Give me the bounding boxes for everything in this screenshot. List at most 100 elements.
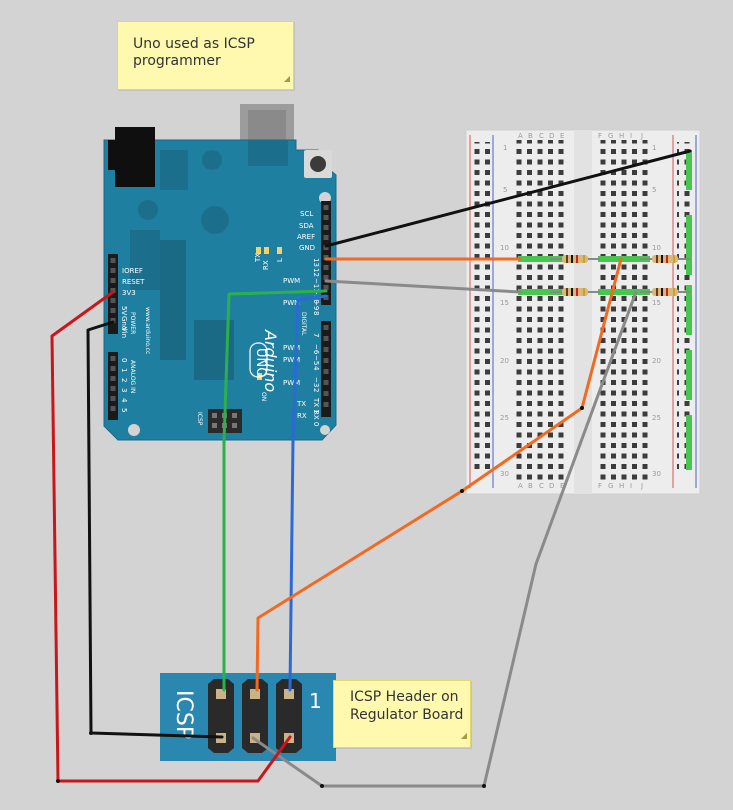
label-led-rx: RX (262, 260, 270, 270)
digital-header-top (321, 201, 331, 305)
label-gnd-1: Gnd (120, 316, 128, 330)
bb-col-h-bottom: H (619, 482, 624, 490)
power-jack (115, 127, 155, 187)
header-pin-column-2 (242, 679, 268, 753)
bb-row-15: 15 (500, 299, 509, 307)
website-text: www.arduino.cc (144, 307, 151, 354)
label-9: ~9 (312, 300, 320, 310)
label-gnd: GND (299, 244, 315, 252)
bb-row-20-right: 20 (652, 357, 661, 365)
label-tx: TX (296, 400, 306, 408)
label-pwm-3: PWM (283, 344, 300, 352)
label-rx: RX (297, 412, 307, 420)
bb-col-a-bottom: A (518, 482, 523, 490)
label-3: ~3 (312, 377, 320, 387)
regulator-icsp-label: ICSP (171, 690, 196, 739)
bb-row-1: 1 (503, 144, 507, 152)
wire-black-gnd-breadboard[interactable] (324, 149, 692, 248)
label-a5: 5 (120, 408, 128, 412)
bb-col-b-bottom: B (528, 482, 533, 490)
regulator-board-header: ICSP 1 (160, 673, 336, 761)
bb-col-j-bottom: J (640, 482, 643, 490)
bb-col-i-bottom: I (630, 482, 632, 490)
label-6: ~6 (312, 344, 320, 355)
bb-row-5: 5 (503, 186, 507, 194)
bb-row-25: 25 (500, 414, 509, 422)
label-pwm-2: PWM (283, 299, 300, 307)
bb-col-g-bottom: G (608, 482, 613, 490)
bb-row-20: 20 (500, 357, 509, 365)
wire-blue-d10-header[interactable] (288, 294, 328, 692)
wire-green-d11-header[interactable] (222, 289, 328, 692)
label-led-tx: TX (254, 253, 262, 263)
bb-col-g: G (608, 132, 613, 140)
power-title: POWER (129, 312, 136, 334)
note-resize-icon: ◢ (283, 74, 290, 83)
note-icsp-header-regulator: ICSP Header on Regulator Board ◢ (333, 680, 471, 748)
label-4: 4 (312, 366, 320, 371)
bb-col-a: A (518, 132, 523, 140)
bb-row-30-right: 30 (652, 470, 661, 478)
note-uno-icsp-programmer: Uno used as ICSP programmer ◢ (117, 21, 294, 90)
uno-logo-text: UNO (253, 348, 268, 377)
label-aref: AREF (297, 233, 315, 241)
digital-title: DIGITAL (300, 312, 307, 336)
analog-title: ANALOG IN (129, 360, 136, 393)
label-5v: 5V (120, 306, 128, 315)
bb-col-h: H (619, 132, 624, 140)
bb-col-f: F (598, 132, 602, 140)
resistor-2 (550, 288, 600, 296)
label-scl: SCL (300, 210, 313, 218)
note-text: Uno used as ICSP programmer (133, 36, 255, 69)
label-8: 8 (312, 311, 320, 315)
note-resize-icon: ◢ (460, 731, 467, 740)
label-11: ~11 (312, 278, 320, 293)
label-tx1: TX 1 (312, 397, 320, 414)
bb-row-25-right: 25 (652, 414, 661, 422)
bb-col-e: E (560, 132, 564, 140)
label-reset: RESET (122, 278, 145, 286)
header-pin-column-1 (208, 679, 234, 753)
resistor-3 (640, 255, 690, 263)
bb-col-i: I (630, 132, 632, 140)
label-a4: 4 (120, 398, 128, 403)
label-12: 12 (312, 268, 320, 277)
bb-col-e-bottom: E (560, 482, 564, 490)
label-5: ~5 (312, 355, 320, 365)
bb-col-b: B (528, 132, 533, 140)
label-pwm-1: PWM (283, 277, 300, 285)
bb-row-5-right: 5 (652, 186, 656, 194)
bb-col-d: D (549, 132, 554, 140)
label-icsp: ICSP (196, 412, 203, 426)
label-a3: 3 (120, 388, 128, 392)
label-led-l: L (276, 258, 284, 262)
bb-row-15-right: 15 (652, 299, 661, 307)
label-ioref: IOREF (122, 267, 143, 275)
bb-row-1-right: 1 (652, 144, 656, 152)
pin-one-label: 1 (309, 689, 322, 713)
resistor-4 (640, 288, 690, 296)
arduino-uno-board: SCL SDA AREF GND IOREF RESET 3V3 PWM PWM… (103, 104, 337, 441)
label-a2: 2 (120, 378, 128, 382)
wire-gray-d12-breadboard[interactable] (324, 279, 522, 294)
label-a1: 1 (120, 368, 128, 372)
wire-orange-breadboard-header[interactable] (255, 257, 623, 692)
label-3v3: 3V3 (122, 289, 136, 297)
label-2: 2 (312, 388, 320, 392)
label-a0: 0 (120, 358, 128, 362)
bb-col-c-bottom: C (539, 482, 544, 490)
label-rx0: RX 0 (312, 410, 320, 426)
wire-black-gnd-header[interactable] (86, 320, 224, 739)
label-pwm-5: PWM (283, 379, 300, 387)
label-sda: SDA (299, 222, 314, 230)
bb-col-d-bottom: D (549, 482, 554, 490)
bb-col-c: C (539, 132, 544, 140)
bb-col-j: J (640, 132, 643, 140)
resistor-1 (550, 255, 600, 263)
label-7: 7 (312, 333, 320, 337)
bb-row-30: 30 (500, 470, 509, 478)
bb-row-10: 10 (500, 244, 509, 252)
label-13: 13 (312, 258, 320, 267)
power-header (108, 254, 118, 334)
